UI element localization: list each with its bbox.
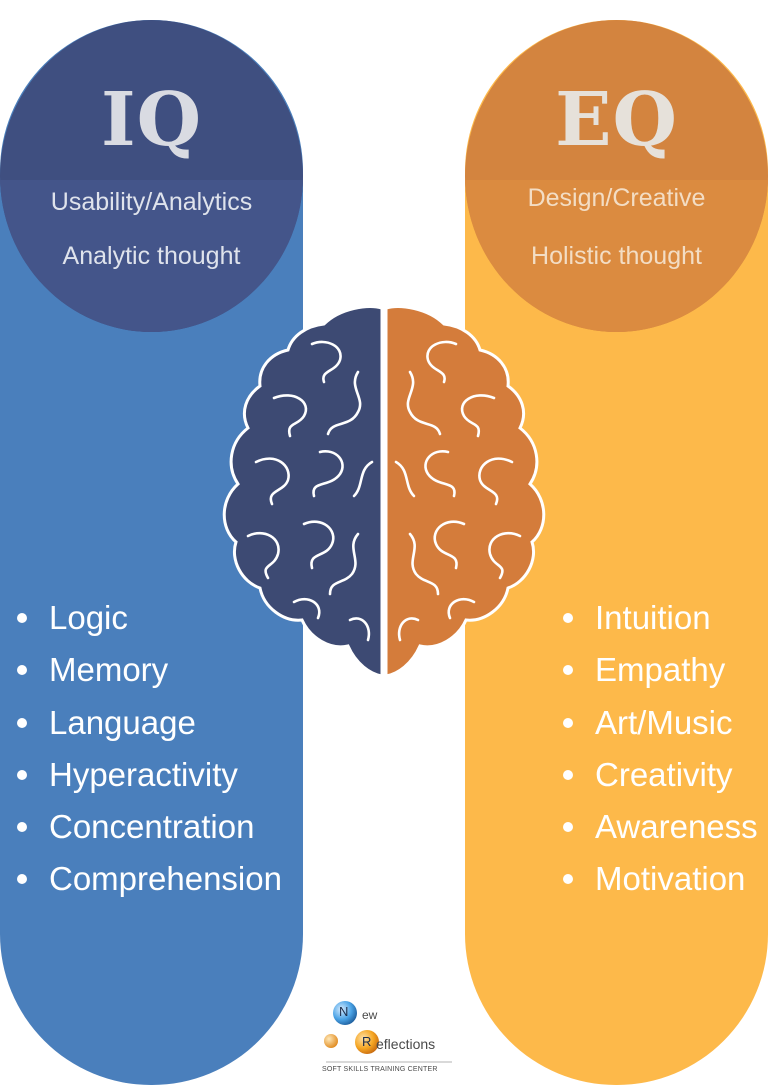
eq-trait-label: Intuition [595,599,711,636]
iq-trait-label: Hyperactivity [49,755,238,793]
brain-left-hemisphere [222,305,384,678]
bullet-icon [17,874,27,885]
eq-subtitle-2: Holistic thought [531,242,702,270]
eq-title: EQ [555,77,678,163]
iq-trait-list: Logic Memory Language Hyperactivity Conc… [15,595,282,909]
eq-trait-label: Empathy [595,651,726,689]
iq-trait-label: Language [49,703,196,741]
logo-letter-n: N [339,1004,349,1019]
logo-tagline: SOFT SKILLS TRAINING CENTER [322,1066,438,1073]
list-item: Motivation [561,856,758,908]
logo-text-eflections: eflections [376,1036,436,1052]
eq-trait-label: Awareness [595,808,758,846]
iq-trait-label: Logic [49,599,128,636]
bullet-icon [17,769,27,780]
eq-trait-label: Art/Music [595,703,733,741]
iq-title: IQ [100,77,203,163]
list-item: Concentration [15,804,282,856]
logo-mark [324,1001,452,1063]
list-item: Comprehension [15,856,282,908]
list-item: Empathy [561,647,758,699]
list-item: Art/Music [561,700,758,752]
iq-subtitle-1: Usability/Analytics [50,188,253,216]
list-item: Awareness [561,804,758,856]
eq-header-band [465,180,768,332]
bullet-icon [563,769,573,780]
bullet-icon [563,665,573,676]
logo-orange-sphere [355,1030,379,1054]
bullet-icon [563,874,573,885]
iq-subtitle-2: Analytic thought [62,242,241,270]
new-reflections-logo: N ew R eflections SOFT SKILLS TRAINING C… [318,992,458,1082]
eq-subtitle-1: Design/Creative [527,184,706,212]
bullet-icon [17,717,27,728]
bullet-icon [17,613,27,623]
bullet-icon [17,822,27,833]
iq-trait-label: Concentration [49,808,255,846]
logo-blue-sphere [333,1001,357,1025]
bullet-icon [17,665,27,676]
eq-trait-list: Intuition Empathy Art/Music Creativity A… [561,595,758,909]
iq-trait-label: Memory [49,651,169,689]
eq-trait-label: Motivation [595,860,746,898]
iq-header-band [0,180,303,332]
list-item: Hyperactivity [15,752,282,804]
brain-icon [222,305,546,678]
iq-header-circle [0,20,303,332]
brain-right-hemisphere [384,305,546,678]
logo-letter-r: R [362,1034,372,1049]
bullet-icon [563,717,573,728]
eq-header-circle [465,20,768,332]
bullet-icon [563,613,573,623]
logo-text-ew: ew [362,1008,378,1022]
list-item: Logic [15,595,282,647]
iq-trait-label: Comprehension [49,860,282,898]
logo-small-sphere [324,1034,338,1048]
list-item: Intuition [561,595,758,647]
list-item: Creativity [561,752,758,804]
bullet-icon [563,822,573,833]
list-item: Language [15,700,282,752]
eq-trait-label: Creativity [595,755,733,793]
list-item: Memory [15,647,282,699]
